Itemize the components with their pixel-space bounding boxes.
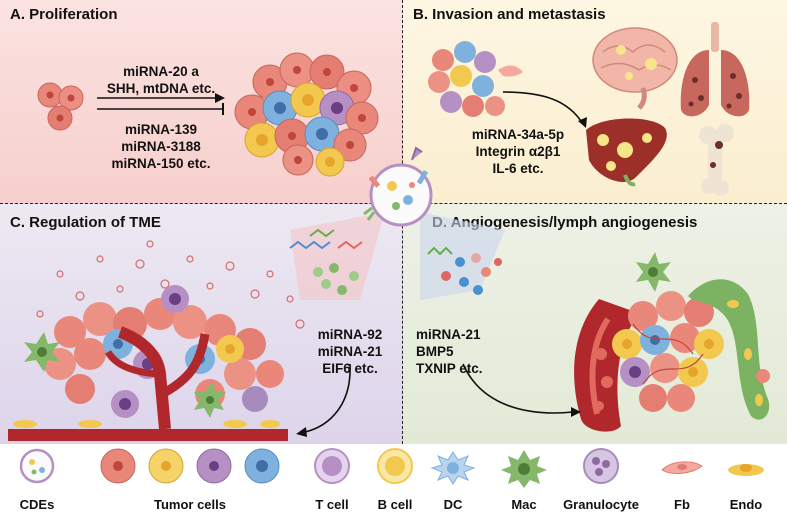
b-cell-icon: [377, 448, 413, 484]
tme-factor-2: miRNA-21: [317, 344, 383, 359]
invasion-factor-2: Integrin α2β1: [475, 144, 561, 159]
vascularized-tumor-cluster: [612, 291, 724, 412]
angiogenesis-factor-1: miRNA-21: [416, 327, 481, 342]
legend-granulocyte: Granulocyte: [563, 497, 639, 512]
endo-icon: [728, 464, 764, 476]
legend-icons: [19, 448, 764, 488]
invading-tumor-cluster: [428, 41, 523, 117]
panel-a-title: A. Proliferation: [10, 6, 118, 23]
legend-tumor-cells: Tumor cells: [153, 497, 227, 512]
small-tumor-cluster: [37, 82, 84, 131]
promote-factor-2: SHH, mtDNA etc.: [106, 81, 216, 96]
legend-fb: Fb: [674, 497, 690, 512]
legend-b-cell: B cell: [377, 497, 413, 512]
panel-a-art: [37, 52, 379, 177]
endothelial-cells: [13, 420, 280, 428]
rna-fragments-left: [289, 228, 363, 295]
invasion-factor-3: IL-6 etc.: [492, 161, 544, 176]
brain-organ: [592, 27, 678, 110]
inhibit-factor-3: miRNA-150 etc.: [111, 156, 211, 171]
panel-d-title: D. Angiogenesis/lymph angiogenesis: [432, 214, 698, 231]
blood-vessel: [8, 326, 288, 441]
inhibit-factor-2: miRNA-3188: [121, 139, 201, 154]
rna-fragments-right: [427, 246, 502, 295]
granulocyte-icon: [583, 448, 619, 484]
legend-t-cell: T cell: [315, 497, 349, 512]
lung-organ: [680, 22, 750, 117]
panel-d-art: [462, 252, 770, 432]
lymphatic-vessel: [688, 279, 770, 420]
mac-icon: [501, 450, 547, 488]
bone-organ: [699, 124, 734, 196]
angiogenesis-factor-3: TXNIP etc.: [416, 361, 483, 376]
legend-cdes: CDEs: [19, 497, 55, 512]
tumor-cell-icons: [100, 448, 280, 484]
angiogenesis-factor-2: BMP5: [416, 344, 454, 359]
large-tumor-cluster: [234, 52, 379, 177]
inhibit-factor-1: miRNA-139: [124, 122, 198, 137]
legend-endo: Endo: [729, 497, 763, 512]
cde-center: [289, 146, 505, 300]
panel-c-art: [8, 240, 351, 441]
promote-factor-1: miRNA-20 a: [123, 64, 199, 79]
panel-b-art: [428, 22, 750, 196]
legend-dc: DC: [443, 497, 463, 512]
fb-icon: [661, 461, 703, 474]
tme-factor-3: EIF6 etc.: [322, 361, 378, 376]
legend-mac: Mac: [511, 497, 537, 512]
dc-icon: [430, 451, 476, 485]
panel-c-title: C. Regulation of TME: [10, 214, 161, 231]
t-cell-icon: [314, 448, 350, 484]
inhibit-arrow: [97, 103, 224, 115]
invasion-factor-1: miRNA-34a-5p: [471, 127, 565, 142]
panel-b-title: B. Invasion and metastasis: [413, 6, 606, 23]
promote-arrow: [97, 93, 225, 103]
cde-icon: [19, 448, 55, 484]
liver-organ: [586, 118, 667, 187]
macrophage-cells: [24, 332, 226, 418]
tme-factor-1: miRNA-92: [317, 327, 383, 342]
